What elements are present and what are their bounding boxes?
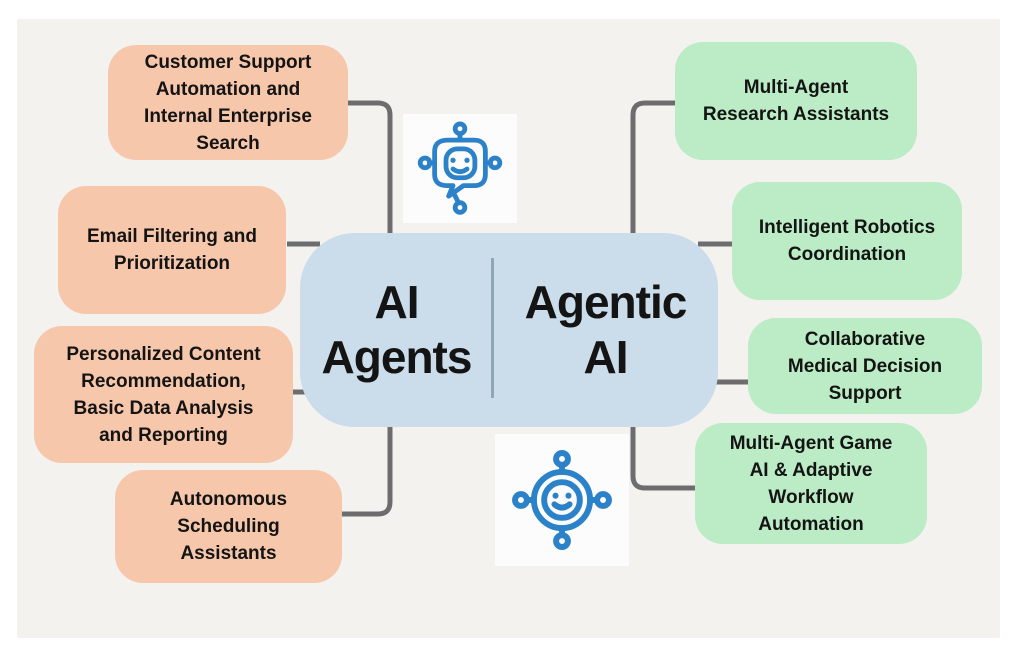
node-autonomous-scheduling: Autonomous Scheduling Assistants (115, 470, 342, 583)
center-node: AI Agents Agentic AI (300, 233, 718, 427)
connector-research-assistants (630, 100, 675, 240)
center-divider (491, 258, 494, 398)
center-label-agentic-ai: Agentic AI (524, 276, 688, 383)
node-email-filtering: Email Filtering and Prioritization (58, 186, 286, 314)
center-label-ai-agents: AI Agents (321, 276, 473, 383)
node-multi-agent-game-ai: Multi-Agent Game AI & Adaptive Workflow … (695, 423, 927, 544)
multi-agent-hub-icon-svg (512, 450, 612, 550)
node-multi-agent-research: Multi-Agent Research Assistants (675, 42, 917, 160)
node-personalized-content: Personalized Content Recommendation, Bas… (34, 326, 293, 463)
connector-game-ai (630, 420, 695, 491)
node-intelligent-robotics: Intelligent Robotics Coordination (732, 182, 962, 300)
connector-autonomous-scheduling (342, 420, 393, 517)
multi-agent-hub-icon (495, 434, 629, 566)
chatbot-robot-icon-svg (417, 121, 503, 215)
node-collaborative-medical: Collaborative Medical Decision Support (748, 318, 982, 414)
connector-customer-support (348, 100, 393, 240)
chatbot-robot-icon (403, 114, 517, 223)
node-customer-support-automation: Customer Support Automation and Internal… (108, 45, 348, 160)
